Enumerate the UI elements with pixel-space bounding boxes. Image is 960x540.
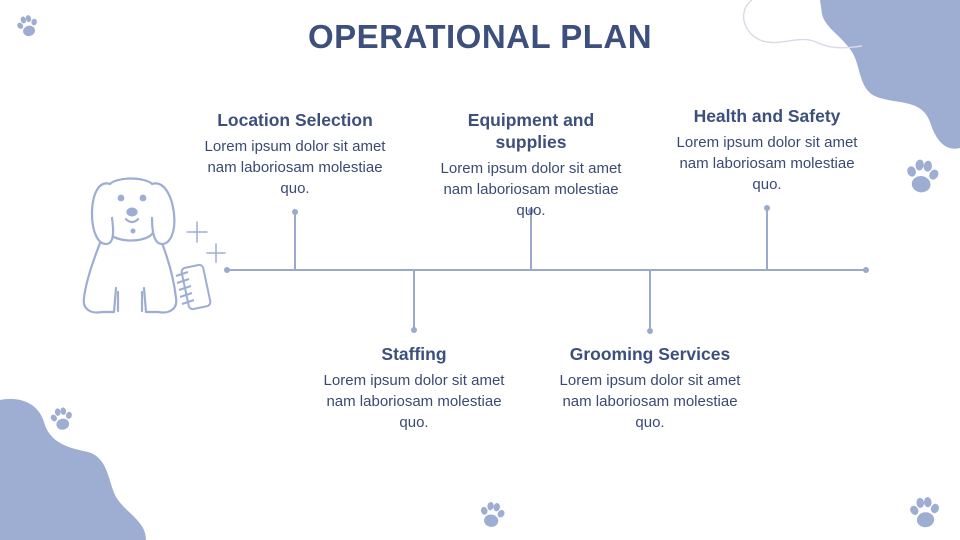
step-title: Location Selection (217, 110, 373, 130)
timeline-node-grooming (647, 328, 653, 334)
timeline-start-dot (224, 267, 230, 273)
top-right-wave-outline (742, 0, 863, 49)
timeline-end-dot (863, 267, 869, 273)
dog-icon (82, 177, 178, 314)
bottom-left-blob (0, 398, 146, 540)
timeline-node-staffing (411, 327, 417, 333)
step-description: Lorem ipsum dolor sit amet nam laboriosa… (323, 372, 505, 431)
step-health-and-safety: Health and Safety Lorem ipsum dolor sit … (672, 105, 862, 195)
step-description: Lorem ipsum dolor sit amet nam laboriosa… (440, 160, 622, 219)
timeline-node-location (292, 209, 298, 215)
step-description: Lorem ipsum dolor sit amet nam laboriosa… (676, 134, 858, 193)
step-staffing: Staffing Lorem ipsum dolor sit amet nam … (319, 343, 509, 433)
page-title: OPERATIONAL PLAN (307, 18, 653, 55)
top-right-blob (820, 0, 960, 149)
timeline-node-health (764, 205, 770, 211)
step-description: Lorem ipsum dolor sit amet nam laboriosa… (204, 138, 386, 197)
step-title: Staffing (381, 344, 447, 364)
step-description: Lorem ipsum dolor sit amet nam laboriosa… (559, 372, 741, 431)
sparkle-icon (186, 221, 226, 263)
step-title: Equipment and supplies (467, 110, 595, 152)
step-grooming-services: Grooming Services Lorem ipsum dolor sit … (555, 343, 745, 433)
step-location-selection: Location Selection Lorem ipsum dolor sit… (200, 109, 390, 199)
timeline-node-equipment (528, 208, 534, 214)
step-title: Health and Safety (693, 106, 841, 126)
brush-icon (175, 263, 212, 311)
step-equipment-and-supplies: Equipment and supplies Lorem ipsum dolor… (436, 109, 626, 221)
step-title: Grooming Services (569, 344, 731, 364)
